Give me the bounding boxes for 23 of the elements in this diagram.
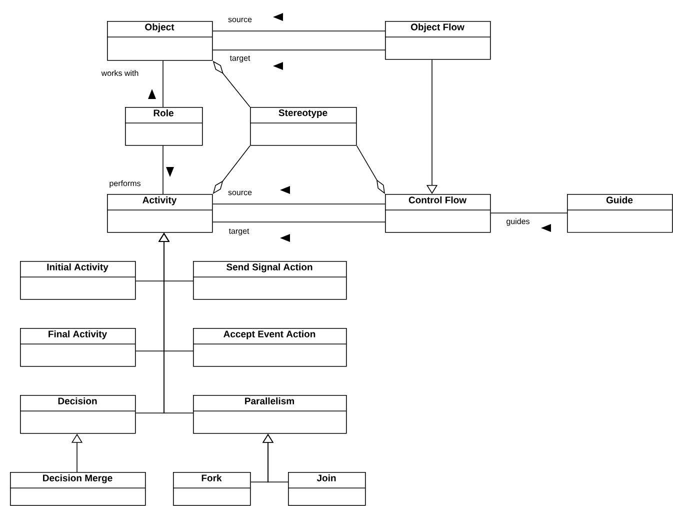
edge-label: source (227, 16, 253, 24)
class-box: Join (288, 472, 366, 506)
class-box: Guide (566, 194, 673, 233)
class-box: Object (106, 21, 213, 61)
class-box: Stereotype (250, 107, 357, 146)
class-box: Control Flow (384, 194, 491, 233)
class-box: Fork (172, 472, 251, 506)
class-box: Activity (106, 194, 213, 233)
class-box: Accept Event Action (192, 328, 347, 367)
class-box: Decision (20, 395, 136, 434)
class-box: Parallelism (192, 395, 347, 434)
class-box: Role (124, 107, 203, 146)
class-box: Decision Merge (10, 472, 146, 506)
class-box: Object Flow (384, 21, 491, 60)
edge-label: source (227, 190, 253, 196)
edge-label: performs (108, 179, 142, 189)
class-box: Send Signal Action (192, 261, 347, 300)
edge-label: target (228, 54, 252, 64)
edge-label: works with (100, 69, 140, 77)
edge-label: guides (505, 217, 531, 227)
edge-label: target (228, 228, 250, 236)
class-box: Final Activity (20, 328, 136, 367)
class-box: Initial Activity (20, 261, 136, 300)
